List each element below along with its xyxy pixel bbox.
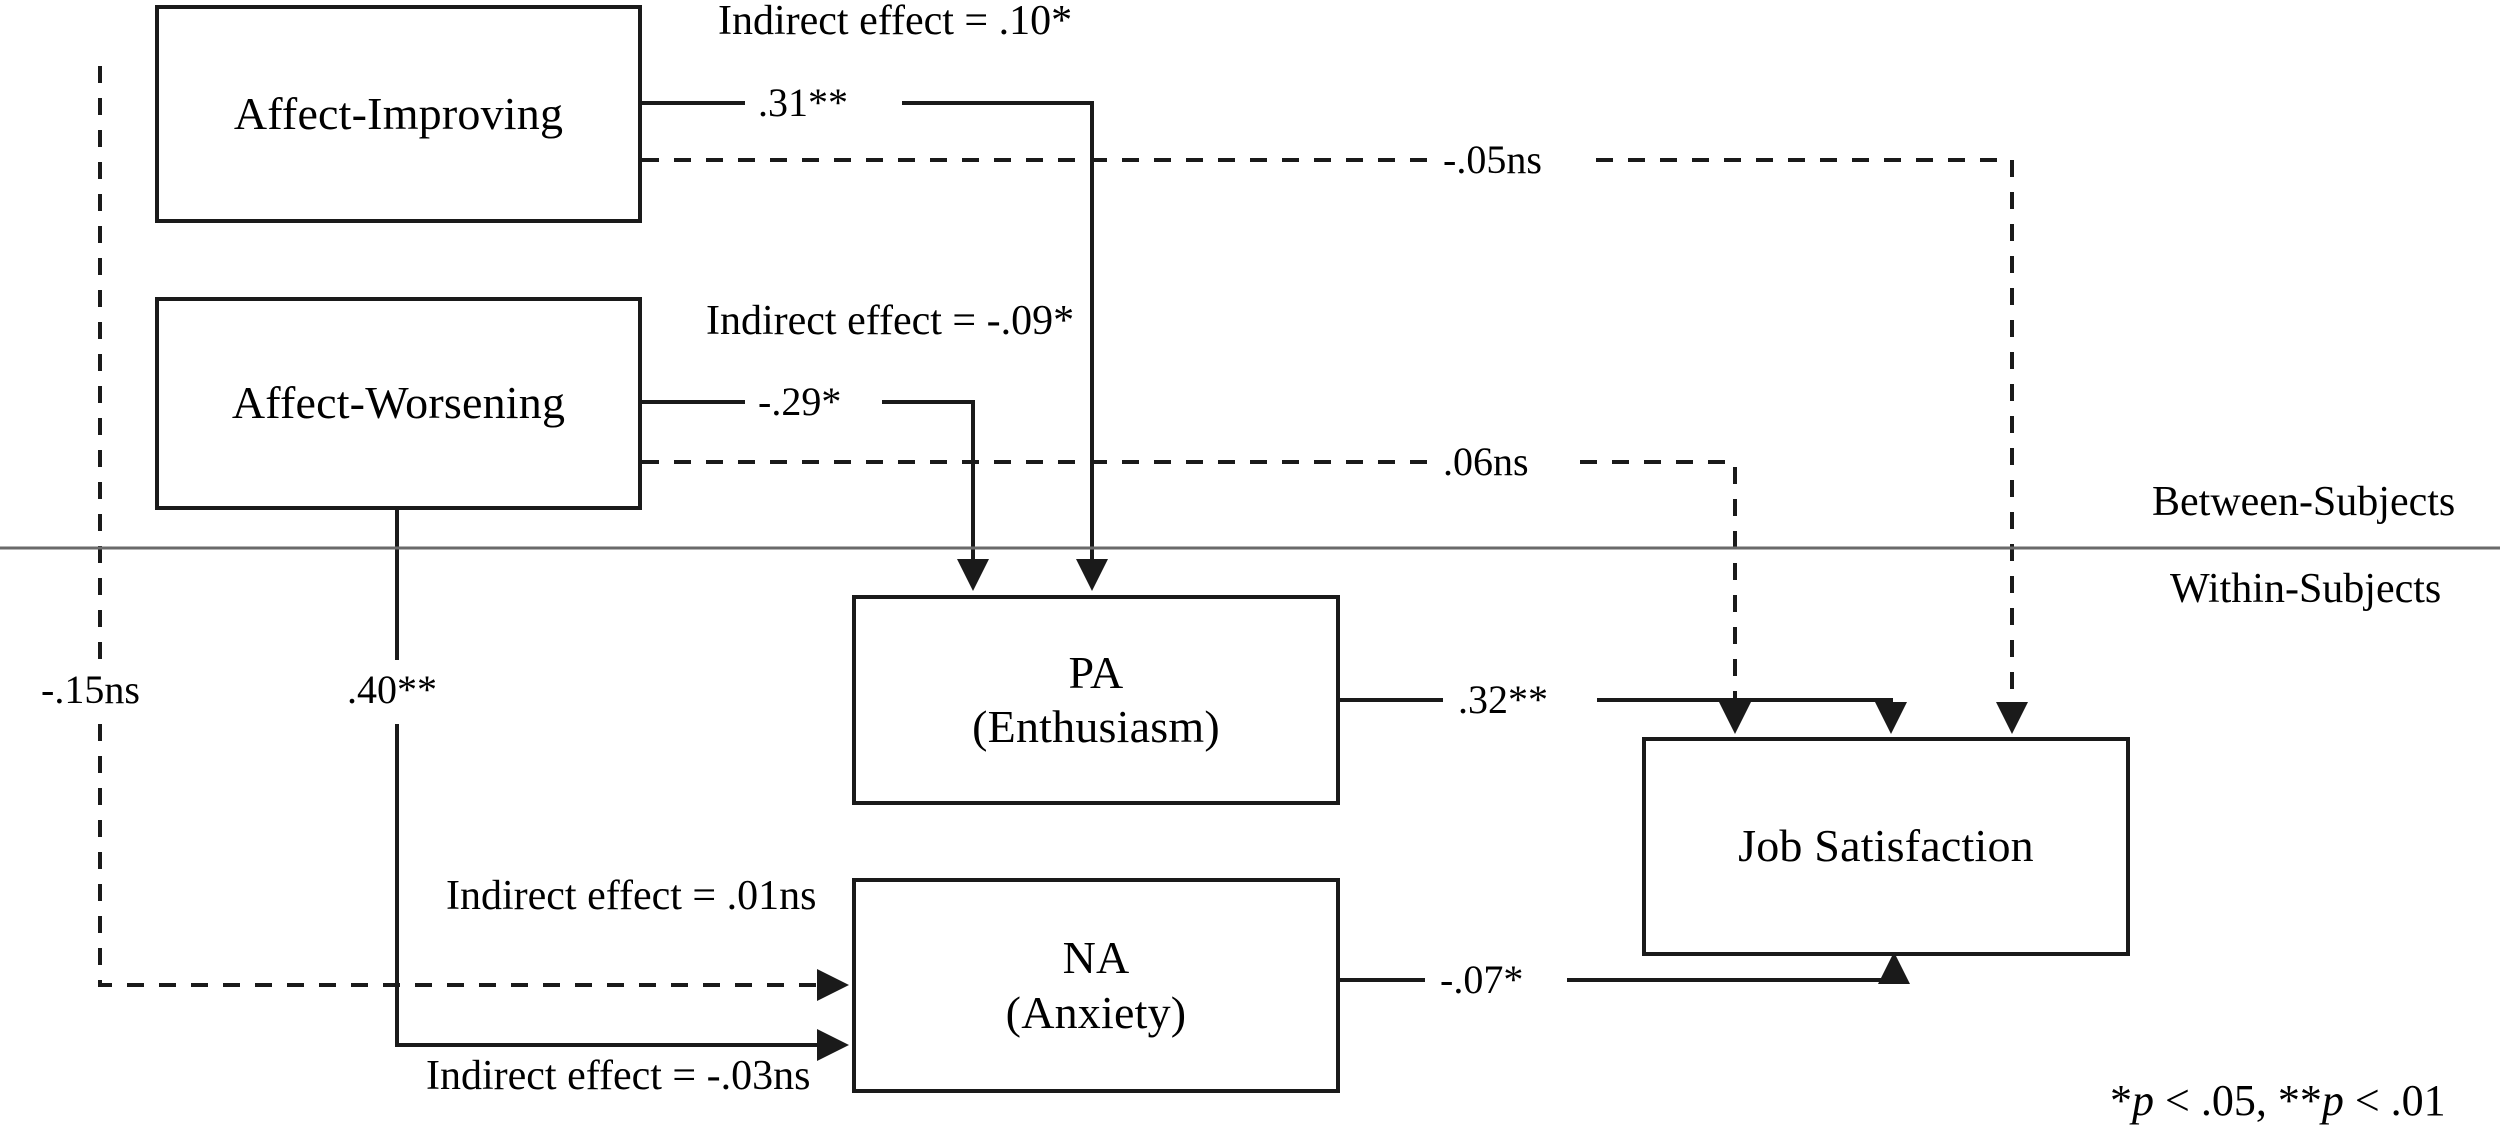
- node-affect-improving[interactable]: Affect-Improving: [155, 5, 642, 223]
- node-job-satisfaction[interactable]: Job Satisfaction: [1642, 737, 2130, 956]
- path-aw-to-js: [1580, 460, 1751, 734]
- coefficient-aw-to-na: .40**: [341, 670, 443, 710]
- node-na-label-line1: NA: [1062, 932, 1130, 984]
- path-aw-to-na: [395, 724, 849, 1061]
- coefficient-na-to-js: -.07*: [1434, 960, 1530, 1000]
- footnote-star-one: *: [2110, 1076, 2132, 1125]
- path-pa-to-js: [1597, 698, 1907, 734]
- node-job-satisfaction-label: Job Satisfaction: [1738, 820, 2034, 872]
- path-aw-to-pa: [882, 400, 989, 591]
- label-between-subjects: Between-Subjects: [2152, 479, 2456, 525]
- node-affect-worsening-label: Affect-Worsening: [231, 377, 566, 429]
- significance-footnote: *p < .05, **p < .01: [2110, 1075, 2446, 1126]
- indirect-effect-ai-na-js: Indirect effect = .01ns: [440, 875, 823, 917]
- coefficient-ai-to-pa: .31**: [752, 83, 854, 123]
- node-affect-worsening[interactable]: Affect-Worsening: [155, 297, 642, 510]
- coefficient-ai-to-na: -.15ns: [35, 670, 146, 710]
- path-ai-to-js: [1596, 158, 2028, 734]
- indirect-effect-aw-na-js: Indirect effect = -.03ns: [420, 1055, 817, 1097]
- footnote-star-two: **: [2277, 1076, 2322, 1125]
- node-pa-label-line1: PA: [1068, 646, 1124, 698]
- footnote-p-one: p: [2132, 1076, 2154, 1125]
- footnote-rest-one: < .05,: [2154, 1076, 2278, 1125]
- path-na-to-js: [1567, 952, 1910, 984]
- label-within-subjects: Within-Subjects: [2170, 566, 2442, 612]
- path-ai-to-pa: [902, 101, 1108, 591]
- node-pa-label-line2: (Enthusiasm): [972, 701, 1220, 752]
- coefficient-pa-to-js: .32**: [1452, 680, 1554, 720]
- node-affect-improving-label: Affect-Improving: [233, 87, 564, 139]
- node-pa-enthusiasm[interactable]: PA (Enthusiasm): [852, 595, 1340, 805]
- node-na-anxiety[interactable]: NA (Anxiety): [852, 878, 1340, 1093]
- footnote-p-two: p: [2321, 1076, 2344, 1125]
- footnote-rest-two: < .01: [2343, 1076, 2446, 1125]
- path-ai-to-na: [98, 724, 849, 1001]
- coefficient-aw-to-js: .06ns: [1437, 442, 1535, 482]
- indirect-effect-ai-pa-js: Indirect effect = .10*: [712, 0, 1079, 42]
- coefficient-aw-to-pa: -.29*: [752, 382, 848, 422]
- node-na-label-line2: (Anxiety): [1005, 986, 1187, 1038]
- coefficient-ai-to-js: -.05ns: [1437, 140, 1548, 180]
- indirect-effect-aw-pa-js: Indirect effect = -.09*: [700, 300, 1081, 342]
